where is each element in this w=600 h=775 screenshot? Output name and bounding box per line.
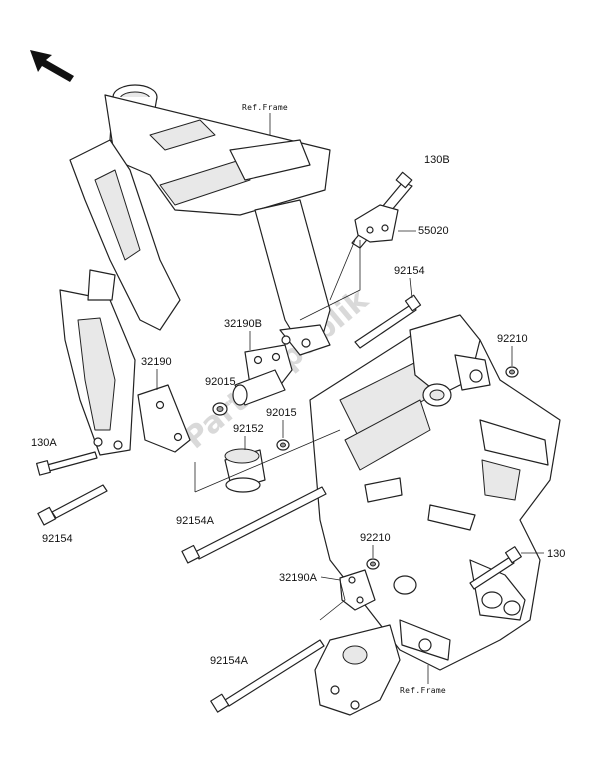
collar-upper [232, 369, 286, 406]
callout-32190b: 32190B [224, 318, 262, 330]
callout-32190a: 32190A [279, 572, 318, 584]
callout-32190: 32190 [141, 356, 172, 368]
front-direction-arrow-icon [30, 50, 74, 82]
callout-92210-top: 92210 [497, 333, 528, 345]
nut-92015-b [276, 439, 290, 451]
bolt-92154-left [37, 484, 108, 526]
callout-92210-low: 92210 [360, 532, 391, 544]
bolt-92154a-bottom [210, 639, 325, 713]
bracket-32190a [339, 569, 376, 611]
bracket-32190 [137, 384, 191, 453]
nut-92015-a [212, 402, 228, 416]
callout-130a: 130A [31, 437, 57, 449]
nut-92210-top [505, 366, 519, 378]
bolt-92154a-mid [181, 486, 327, 564]
assembly-lines [194, 239, 361, 621]
nut-92210-low [366, 558, 380, 570]
bracket-55020 [354, 204, 399, 243]
callout-92154a-mid: 92154A [176, 515, 215, 527]
callout-92152: 92152 [233, 423, 264, 435]
callout-92015-a: 92015 [205, 376, 236, 388]
callout-92154-left: 92154 [42, 533, 73, 545]
ref-frame-label-top: Ref.Frame [242, 103, 288, 112]
callout-92154a-bottom: 92154A [210, 655, 249, 667]
collar-92152 [224, 448, 266, 493]
engine-block [309, 314, 561, 716]
bolt-92154-top [354, 294, 422, 349]
callout-130b: 130B [424, 154, 450, 166]
callout-92154-top: 92154 [394, 265, 425, 277]
bolt-130a [36, 451, 98, 476]
callout-130: 130 [547, 548, 565, 560]
main-frame [59, 84, 331, 456]
callout-92015-b: 92015 [266, 407, 297, 419]
ref-frame-label-bottom: Ref.Frame [400, 686, 446, 695]
callout-55020: 55020 [418, 225, 449, 237]
bolt-130 [469, 546, 522, 590]
